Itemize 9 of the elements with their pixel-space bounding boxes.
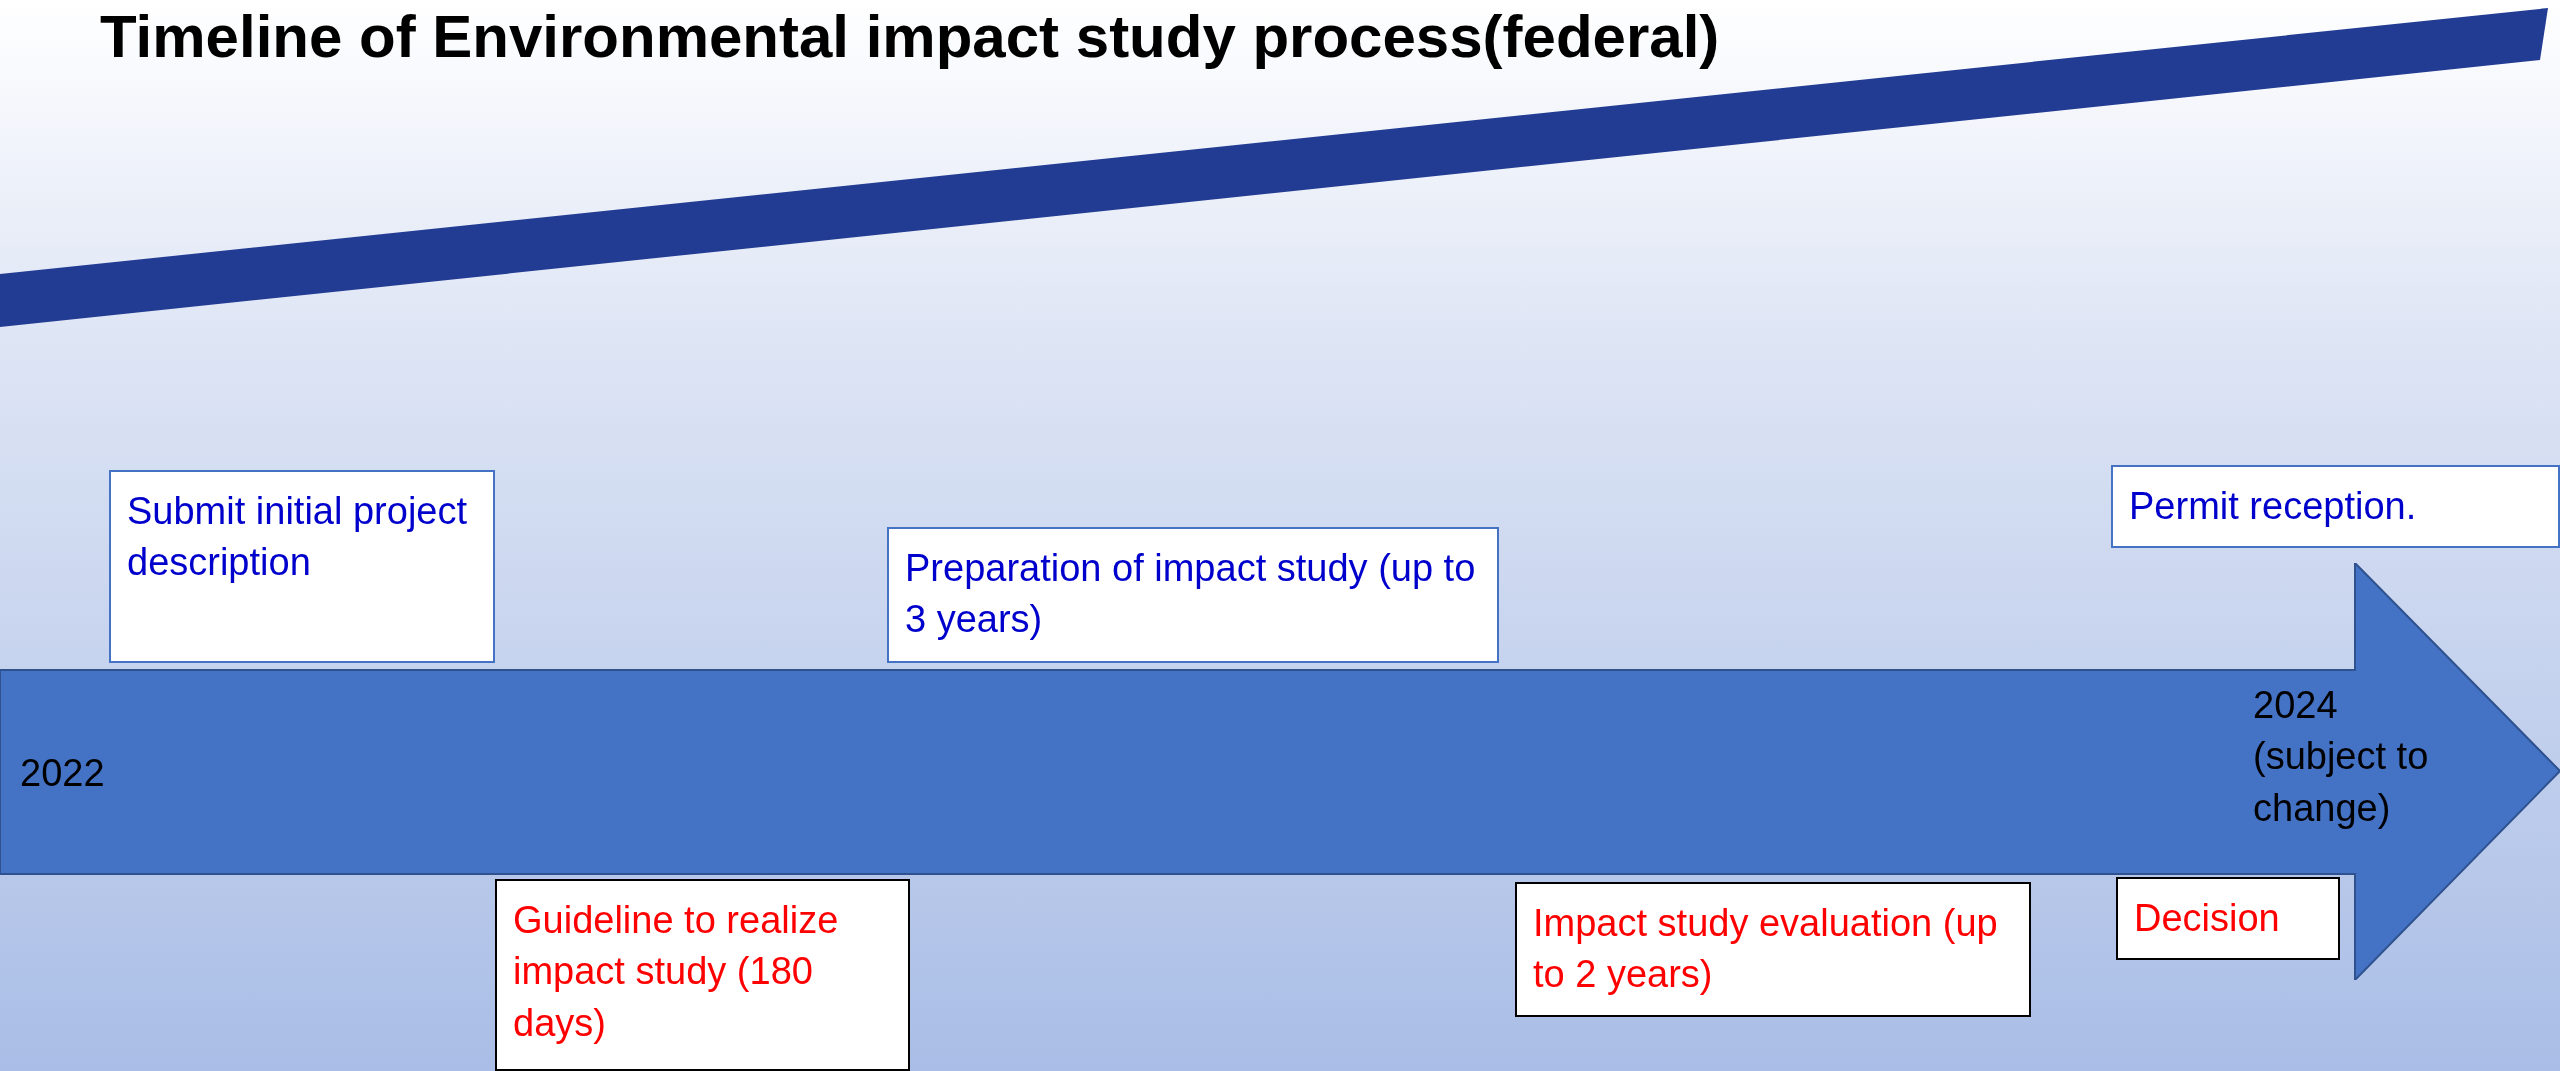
- end-year: 2024 (subject to change): [2253, 683, 2430, 831]
- milestone-box: Guideline to realize impact study (180 days): [495, 879, 910, 1071]
- milestone-box: Impact study evaluation (up to 2 years): [1515, 882, 2031, 1017]
- milestone-box: Submit initial project description: [109, 470, 495, 663]
- start-year: 2022: [20, 751, 106, 796]
- milestone-box: Permit reception.: [2111, 465, 2560, 549]
- title: Timeline of Environmental impact study process(federal): [100, 2, 1720, 71]
- milestone-box: Preparation of impact study (up to 3 years): [887, 527, 1499, 663]
- milestone-box: Decision: [2116, 877, 2340, 961]
